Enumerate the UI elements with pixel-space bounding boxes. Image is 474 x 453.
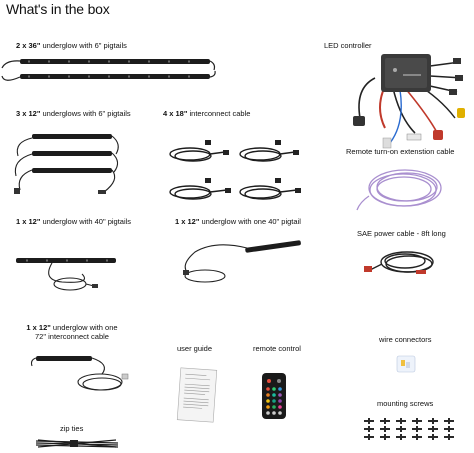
underglow-36-image (1, 59, 216, 81)
label-underglow-12-72: 1 x 12" underglow with one 72" interconn… (22, 323, 122, 341)
label-sae-cable: SAE power cable - 8ft long (357, 229, 446, 238)
desc: underglows with 6" pigtails (40, 109, 131, 118)
remote-ext-image (356, 169, 442, 211)
zip-ties-image (35, 439, 119, 448)
underglow-12-one-forty-image (183, 240, 301, 283)
led-controller-image (353, 54, 465, 149)
qty: 1 x 12" (26, 323, 51, 332)
desc: interconnect cable (187, 109, 251, 118)
label-underglow-12-six: 3 x 12" underglows with 6" pigtails (16, 109, 131, 118)
label-wire-connectors: wire connectors (379, 335, 432, 344)
sae-cable-image (364, 251, 434, 274)
qty: 1 x 12" (16, 217, 41, 226)
label-underglow-12-one-forty: 1 x 12" underglow with one 40" pigtail (175, 217, 301, 226)
label-zip-ties: zip ties (60, 424, 84, 433)
qty: 2 x 36" (16, 41, 41, 50)
desc: underglow with one 40" pigtail (199, 217, 301, 226)
underglow-12-72-image (30, 356, 129, 391)
desc: underglow with 40" pigtails (40, 217, 132, 226)
label-interconnect-18: 4 x 18" interconnect cable (163, 109, 250, 118)
page-title: What's in the box (6, 1, 110, 17)
label-underglow-36: 2 x 36" underglow with 6" pigtails (16, 41, 127, 50)
qty: 1 x 12" (175, 217, 200, 226)
desc-line2: 72" interconnect cable (35, 332, 109, 341)
wire-connectors-image (396, 355, 416, 373)
interconnect-18-image (169, 140, 301, 200)
label-underglow-12-forty: 1 x 12" underglow with 40" pigtails (16, 217, 131, 226)
qty: 3 x 12" (16, 109, 41, 118)
label-led-controller: LED controller (324, 41, 372, 50)
mounting-screws-image (364, 418, 454, 440)
label-mounting-screws: mounting screws (377, 399, 434, 408)
label-user-guide: user guide (177, 344, 213, 353)
desc: underglow with one (50, 323, 118, 332)
label-remote-control: remote control (253, 344, 301, 353)
underglow-12-forty-image (16, 258, 116, 291)
user-guide-image (176, 367, 218, 423)
desc: underglow with 6" pigtails (40, 41, 127, 50)
underglow-12-six-image (14, 134, 119, 194)
label-remote-ext: Remote turn-on extenstion cable (346, 147, 455, 156)
remote-control-image (262, 373, 286, 419)
qty: 4 x 18" (163, 109, 188, 118)
